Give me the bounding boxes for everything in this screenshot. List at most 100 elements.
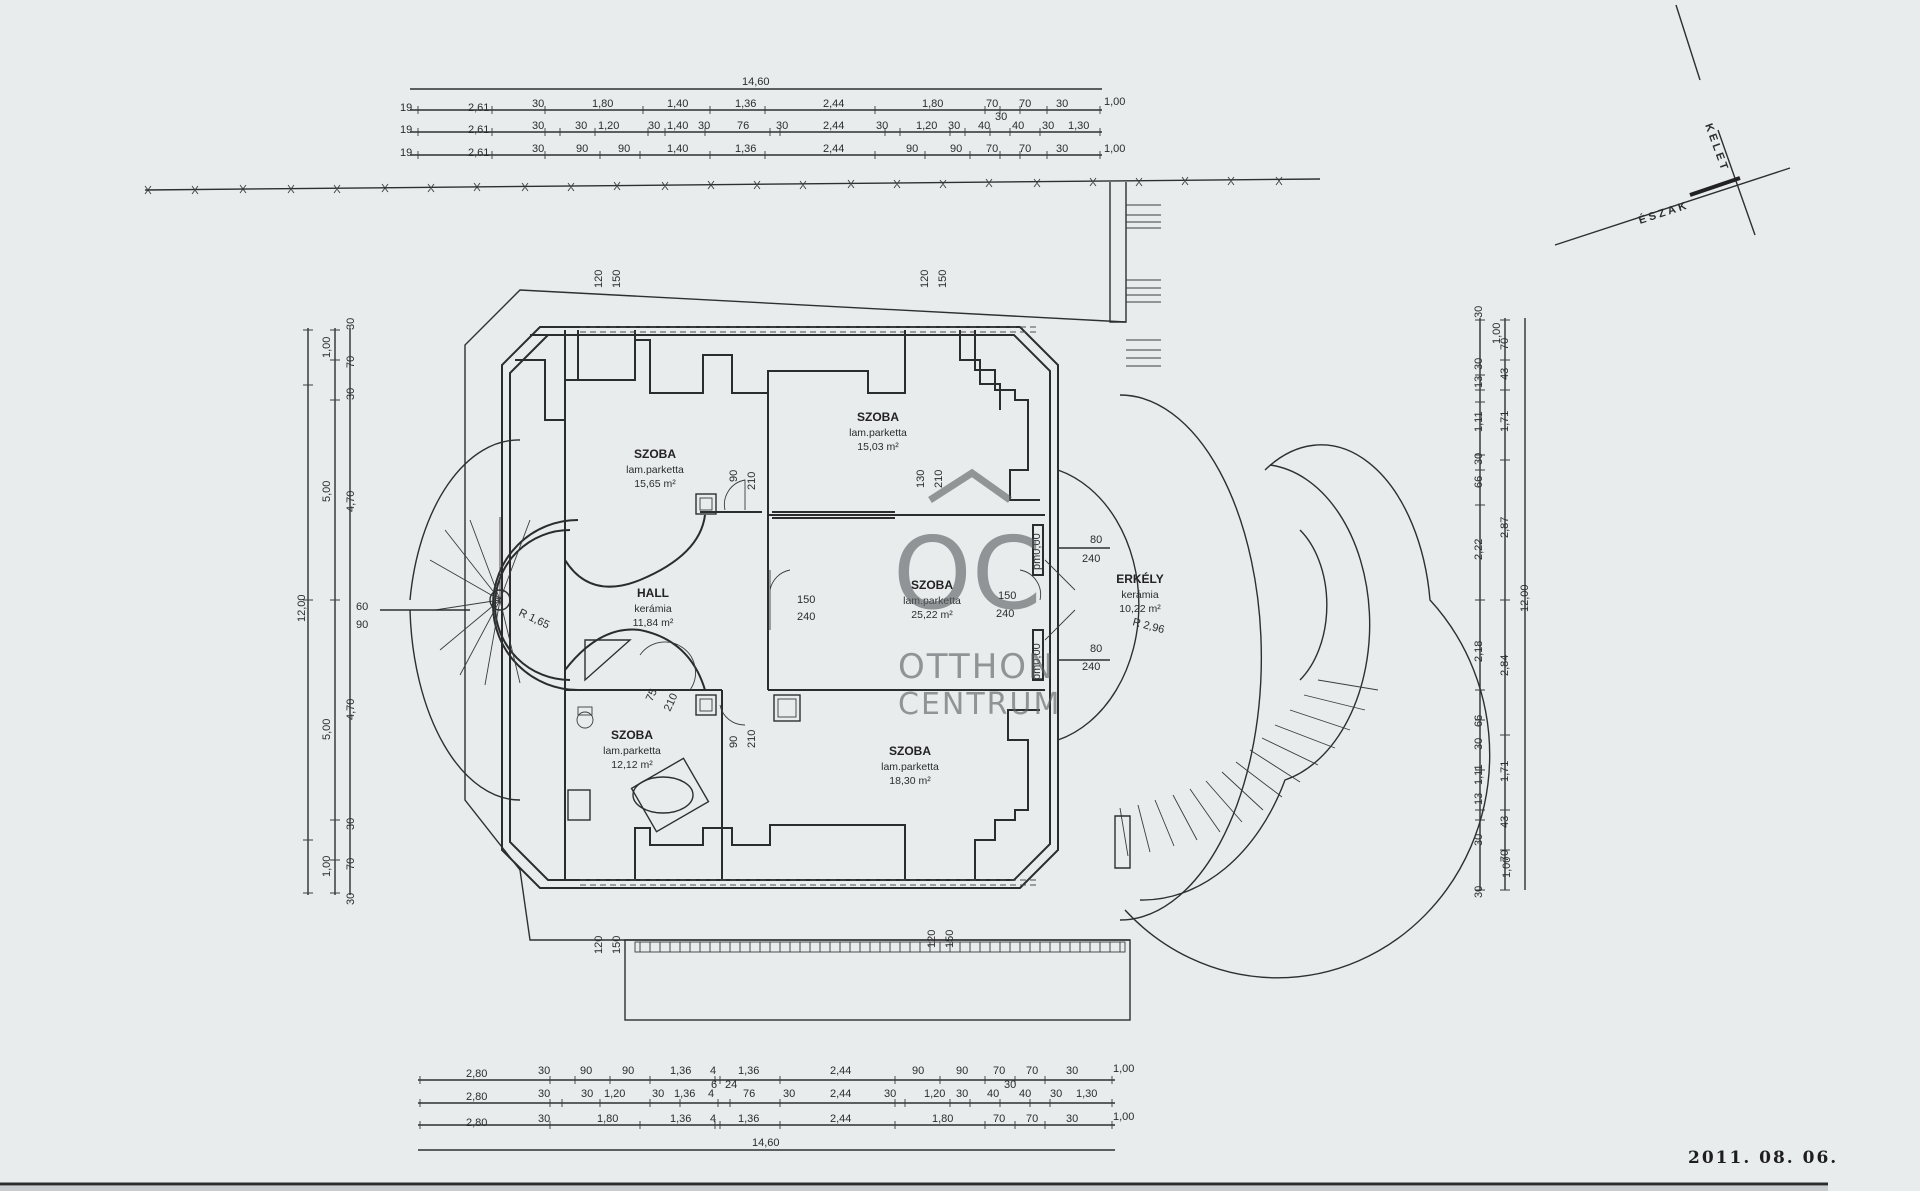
right-c2-5: 1,71 — [1499, 761, 1511, 782]
bottom-right-opening-a: 120 — [926, 930, 938, 948]
door-c-height: 240 — [797, 611, 815, 623]
svg-text:SZOBA: SZOBA — [857, 410, 899, 424]
bottom-r3-0: 2,80 — [466, 1117, 487, 1129]
left-small-3: 30 — [345, 893, 357, 905]
top-r3-7: 2,44 — [823, 143, 844, 155]
bottom-r3-10: 30 — [1066, 1113, 1078, 1125]
balcony-door-1-width: 80 — [1090, 534, 1102, 546]
bottom-r3-9: 70 — [1026, 1113, 1038, 1125]
right-c1-0: 30 — [1473, 306, 1485, 318]
bottom-r3-7: 1,80 — [932, 1113, 953, 1125]
stair-dim-90: 90 — [356, 619, 368, 631]
top-r1-1: 2,61 — [468, 102, 489, 114]
top-r3-5: 1,40 — [667, 143, 688, 155]
top-r1-10: 30 — [1056, 98, 1068, 110]
chimney-1 — [695, 493, 717, 515]
bottom-r1-10: 70 — [993, 1065, 1005, 1077]
balcony-door-2-height: 240 — [1082, 661, 1100, 673]
svg-text:lam.parketta: lam.parketta — [626, 464, 684, 476]
bottom-r1-7: 2,44 — [830, 1065, 851, 1077]
top-r3-12: 30 — [1056, 143, 1068, 155]
room-szoba-3: SZOBA lam.parketta 25,22 m² — [903, 578, 961, 621]
room-szoba-5: SZOBA lam.parketta 18,30 m² — [881, 744, 939, 787]
top-r1-7: 1,80 — [922, 98, 943, 110]
top-r3-11: 70 — [1019, 143, 1031, 155]
left-inner-1: 4,70 — [345, 491, 357, 512]
svg-text:11,84 m²: 11,84 m² — [633, 617, 674, 629]
room-hall: HALL kerámia 11,84 m² — [633, 586, 674, 629]
top-r1-0: 19 — [400, 102, 412, 114]
bottom-r1-13: 1,00 — [1113, 1063, 1134, 1075]
left-small-2: 30 — [345, 818, 357, 830]
bottom-r2-14: 40 — [1019, 1088, 1031, 1100]
watermark-logo: OC — [893, 515, 1042, 632]
top-r3-10: 70 — [986, 143, 998, 155]
door-e-width: 75 — [644, 687, 660, 703]
bottom-r1-5: 4 — [710, 1065, 716, 1077]
left-outer-0: 1,00 — [321, 337, 333, 358]
watermark-line2: CENTRUM — [898, 687, 1061, 722]
bottom-r3-11: 1,00 — [1113, 1111, 1134, 1123]
pm-level-2: pm0,00 — [1031, 643, 1043, 680]
door-a-width: 90 — [728, 470, 740, 482]
stair-radius: R 1,65 — [517, 607, 551, 632]
balcony-door-1-height: 240 — [1082, 553, 1100, 565]
right-c1-8: 66 — [1473, 715, 1485, 727]
svg-text:15,65 m²: 15,65 m² — [634, 478, 676, 490]
bottom-r3-6: 2,44 — [830, 1113, 851, 1125]
left-small-1: 30 — [345, 388, 357, 400]
door-d-width: 150 — [998, 590, 1016, 602]
right-c1-12: 30 — [1473, 834, 1485, 846]
right-c3-1: 1,00 — [1501, 857, 1513, 878]
svg-text:12,12 m²: 12,12 m² — [611, 759, 653, 771]
fixtures — [567, 493, 801, 833]
bottom-r1-0: 2,80 — [466, 1068, 487, 1080]
door-f-height: 210 — [746, 730, 758, 748]
bathroom-fixtures — [567, 639, 710, 833]
right-total: 12,00 — [1519, 584, 1531, 612]
top-r1-4: 1,40 — [667, 98, 688, 110]
right-c1-3: 1,11 — [1473, 411, 1485, 432]
right-c1-4: 30 — [1473, 453, 1485, 465]
balcony: R 2,96 — [1057, 394, 1491, 979]
svg-text:kerámia: kerámia — [1121, 589, 1159, 601]
door-f-width: 90 — [728, 736, 740, 748]
bottom-r2-8: 30 — [783, 1088, 795, 1100]
watermark: OC OTTHON CENTRUM — [893, 468, 1061, 722]
bottom-r2-6: 4 — [708, 1088, 714, 1100]
bottom-r1-9: 90 — [956, 1065, 968, 1077]
doors — [639, 479, 1110, 726]
top-r2-7: 30 — [698, 120, 710, 132]
room-szoba-4: SZOBA lam.parketta 12,12 m² — [603, 728, 661, 771]
right-c1-5: 66 — [1473, 476, 1485, 488]
top-left-opening-a: 120 — [593, 270, 605, 288]
bottom-r3-2: 1,80 — [597, 1113, 618, 1125]
right-c1-11: 13 — [1473, 793, 1485, 805]
bottom-left-opening-a: 120 — [593, 936, 605, 954]
room-erkely: ERKÉLY kerámia 10,22 m² — [1116, 571, 1164, 615]
top-r3-9: 90 — [950, 143, 962, 155]
top-r3-4: 90 — [618, 143, 630, 155]
chimney-3 — [773, 694, 801, 722]
top-r2-9: 30 — [776, 120, 788, 132]
bottom-strip — [0, 1186, 1828, 1191]
top-r3-1: 2,61 — [468, 147, 489, 159]
top-r1-6: 2,44 — [823, 98, 844, 110]
room-szoba-2: SZOBA lam.parketta 15,03 m² — [849, 410, 907, 453]
bottom-r3-3: 1,36 — [670, 1113, 691, 1125]
right-c1-1: 30 — [1473, 358, 1485, 370]
top-total-dim: 14,60 — [742, 76, 770, 88]
top-r2-8: 76 — [737, 120, 749, 132]
room-szoba-1: SZOBA lam.parketta 15,65 m² — [626, 447, 684, 490]
compass-east-label: KELET — [1702, 122, 1731, 174]
balcony-door-2-width: 80 — [1090, 643, 1102, 655]
bottom-r3-5: 1,36 — [738, 1113, 759, 1125]
bottom-r2-extra-0: 6 — [711, 1079, 717, 1091]
bottom-r2-extra-1: 24 — [725, 1079, 737, 1091]
bottom-r1-6: 1,36 — [738, 1065, 759, 1077]
bottom-r2-7: 76 — [743, 1088, 755, 1100]
stair-dim-60: 60 — [356, 601, 368, 613]
top-r2-3: 30 — [575, 120, 587, 132]
top-r1-8: 70 — [986, 98, 998, 110]
compass: KELET ÉSZAK — [1554, 4, 1791, 246]
